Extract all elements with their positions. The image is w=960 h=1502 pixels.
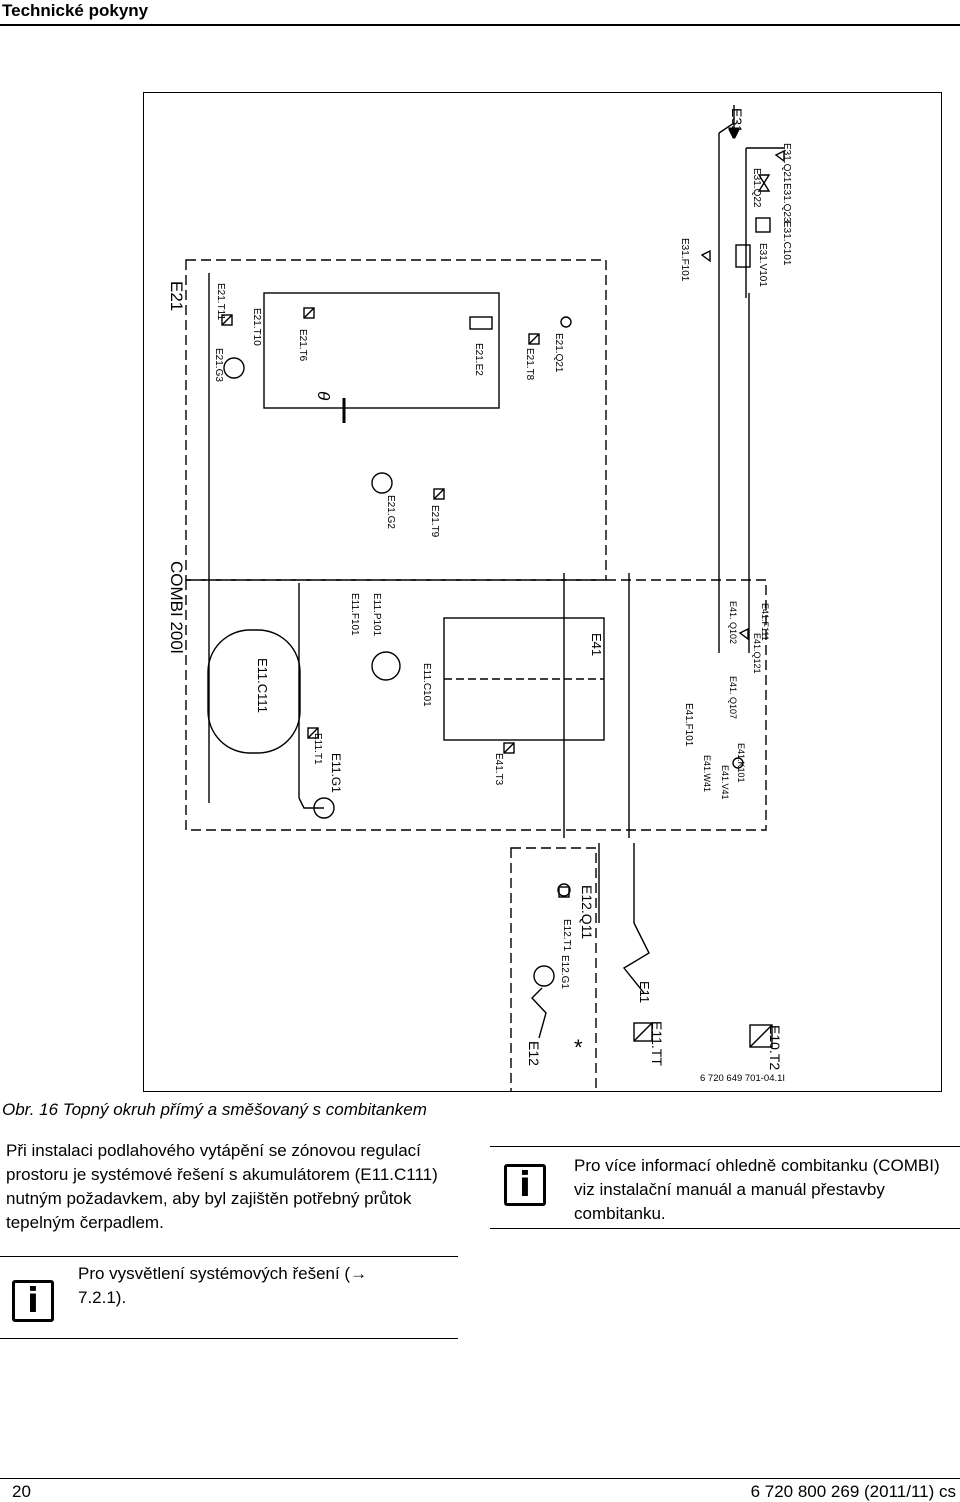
e41-q121-valve-icon: [738, 627, 749, 641]
label-e11-t1: E11.T1: [312, 733, 323, 765]
note-rule-top: [490, 1146, 960, 1147]
label-e21-q21: E21.Q21: [553, 333, 564, 373]
section-title: Technické pokyny: [2, 1, 149, 20]
label-e41-q121: E41.Q121: [752, 633, 762, 674]
e31-q21-valve-icon: [774, 149, 785, 163]
label-e31-q22: E31.Q22: [751, 168, 762, 208]
label-e41-v41: E41.V41: [720, 765, 730, 800]
label-e10-t2: E10.T2: [767, 1025, 783, 1070]
e21-boundary: [185, 259, 607, 581]
label-e21-g3: E21.G3: [213, 348, 224, 382]
label-e11-f101: E11.F101: [349, 593, 360, 636]
e21-e2-heater-icon: [469, 316, 493, 330]
e21-t11-sensor-icon: [221, 314, 233, 326]
label-e21-t8: E21.T8: [524, 348, 535, 381]
label-e41-f111: E41.F111: [760, 603, 770, 641]
note-rule-bottom: [490, 1228, 960, 1229]
info-icon: i: [504, 1164, 546, 1206]
note-rule-bottom: [0, 1338, 458, 1339]
label-e11-c111: E11.C111: [255, 658, 270, 713]
label-e31-f101: E31.F101: [679, 238, 690, 282]
label-e31: E31: [729, 108, 745, 133]
label-e11-tt: E11.TT: [649, 1021, 665, 1066]
label-e11: E11: [637, 981, 652, 1003]
e10-t2-outdoor-sensor-icon: [749, 1024, 773, 1048]
e12-boundary: [510, 847, 597, 1091]
label-e21-t10: E21.T10: [251, 308, 262, 346]
combi-boundary: [185, 579, 767, 831]
info-note-system: i Pro vysvětlení systémových řešení (→ 7…: [0, 1256, 458, 1340]
label-asterisk: *: [574, 1035, 583, 1060]
e11-p101-expansion-vessel-icon: [371, 651, 401, 681]
label-combi: COMBI 200l: [167, 561, 186, 654]
label-e31-v101: E31.V101: [757, 243, 768, 287]
note-text: Pro více informací ohledně combitanku (C…: [574, 1156, 940, 1223]
figure-code: 6 720 649 701-04.1I: [700, 1073, 786, 1084]
note-text: Pro vysvětlení systémových řešení (→ 7.2…: [78, 1264, 368, 1307]
label-e12: E12: [526, 1041, 542, 1066]
e11-c111-buffer-tank: [207, 629, 301, 754]
footer-rule: [0, 1478, 960, 1479]
e41-k101-valve-icon: [732, 757, 744, 769]
label-e11-p101: E11.P101: [371, 593, 382, 637]
label-theta: θ: [314, 391, 333, 401]
label-e41: E41: [589, 633, 604, 656]
label-e21-t11: E21.T11: [215, 283, 226, 320]
label-e41-q102: E41. Q102: [728, 601, 738, 644]
figure-caption: Obr. 16 Topný okruh přímý a směšovaný s …: [2, 1100, 427, 1119]
e21-t6-sensor-icon: [303, 307, 315, 319]
label-e11-g1: E11.G1: [329, 753, 343, 793]
label-e41-k101: E41.K101: [736, 743, 746, 783]
e21-g3-pump-icon: [223, 357, 245, 379]
e41-t3-sensor-icon: [503, 742, 515, 754]
label-e11-c101: E11.C101: [421, 663, 432, 707]
e21-t9-sensor-icon: [433, 488, 445, 500]
note-rule-top: [0, 1256, 458, 1257]
label-e31-c101: E31.C101: [781, 221, 792, 266]
e11-t1-sensor-icon: [307, 727, 319, 739]
e31-f101-valve-icon: [700, 249, 711, 263]
label-e21-t6: E21.T6: [297, 329, 308, 362]
label-e41-t3: E41.T3: [493, 753, 504, 786]
e21-q21-valve-icon: [560, 316, 572, 328]
label-e41-q107: E41. Q107: [728, 676, 738, 719]
label-e21-g2: E21.G2: [385, 495, 396, 529]
label-e12-g1: E12.G1: [559, 955, 570, 989]
page-number: 20: [12, 1482, 31, 1501]
e12-q11-mixer-icon: [557, 883, 571, 897]
label-e41-w41: E41.W41: [702, 755, 712, 792]
e31-q23-icon: [755, 217, 771, 233]
e11-tt-room-sensor-icon: [633, 1022, 653, 1042]
label-e21: E21: [167, 281, 186, 311]
label-e21-e2: E21.E2: [473, 343, 484, 376]
label-e31-q23: E31.Q23: [781, 183, 792, 223]
label-e12-t1: E12.T1: [561, 919, 572, 952]
e21-t8-sensor-icon: [528, 333, 540, 345]
info-icon: i: [12, 1280, 54, 1322]
e21-g2-pump-icon: [371, 472, 393, 494]
info-note-combi: i Pro více informací ohledně combitanku …: [490, 1146, 960, 1236]
body-paragraph: Při instalaci podlahového vytápění se zó…: [6, 1141, 438, 1232]
e12-g1-pump-icon: [533, 965, 555, 987]
label-e12-q11: E12.Q11: [579, 885, 595, 939]
label-e21-t9: E21.T9: [429, 505, 440, 538]
e31-c101-vessel-icon: [735, 244, 751, 268]
header-rule: [0, 24, 960, 26]
label-e31-q21: E31.Q21: [781, 143, 792, 183]
e21-heat-pump-unit: [263, 292, 500, 409]
label-e41-f101: E41.F101: [683, 703, 694, 747]
e11-g1-pump-icon: [313, 797, 335, 819]
document-id: 6 720 800 269 (2011/11) cs: [750, 1482, 956, 1501]
e31-q22-valve-icon: [757, 174, 771, 185]
hydraulic-schematic: E31 E31.Q21 E31.Q22 E31.Q23 E31.C101 E31…: [143, 92, 942, 1092]
